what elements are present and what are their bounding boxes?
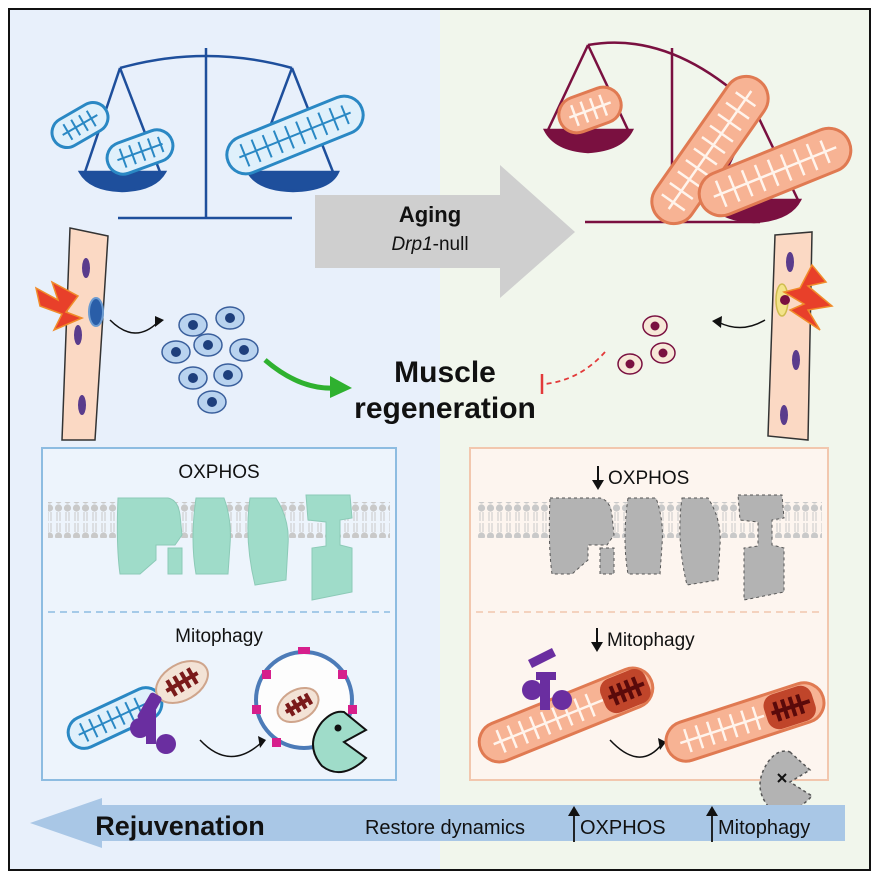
regeneration-green-arrow: [263, 358, 336, 391]
aged-mitophagy-scene: [477, 648, 826, 813]
inhibition-arrow: [544, 351, 606, 385]
young-mitochondria: [50, 94, 365, 176]
aged-receptor-icon: [522, 648, 572, 710]
aged-injury-bolt: [782, 263, 834, 331]
muscle-label: Muscle: [394, 356, 496, 389]
rejuvenation-label: Rejuvenation: [95, 811, 265, 841]
bottom-mitophagy-label: Mitophagy: [718, 817, 810, 839]
aging-label: Aging: [399, 202, 461, 227]
young-muscle-fiber: [61, 227, 109, 441]
young-mitophagy-label: Mitophagy: [175, 626, 263, 647]
aged-oxphos-complexes: [548, 494, 785, 601]
young-activation-arrow: [109, 319, 159, 334]
drp1-gene-label: Drp1: [391, 234, 432, 255]
aged-mitophagy-heading: [591, 628, 603, 652]
bottom-oxphos-label: OXPHOS: [580, 817, 666, 839]
young-receptor-icon: [130, 692, 176, 754]
young-oxphos-label: OXPHOS: [178, 462, 259, 483]
restore-dynamics-label: Restore dynamics: [365, 817, 525, 839]
rejuvenation-arrow: [30, 798, 845, 848]
aged-oxphos-label: OXPHOS: [608, 468, 689, 489]
aged-mitochondria: [557, 74, 853, 226]
up-arrow-oxphos-icon: [568, 806, 580, 842]
engulf-arrow: [199, 739, 263, 758]
aged-muscle-fiber: [767, 231, 813, 441]
null-suffix-label: -null: [433, 234, 469, 255]
young-injury-bolt: [34, 280, 85, 332]
outer-border: [8, 8, 871, 871]
young-satellite-cells: [161, 306, 259, 414]
aged-mitophagy-label: Mitophagy: [607, 630, 695, 651]
regeneration-label: regeneration: [354, 392, 536, 425]
drp1-null-label: Drp1-null: [391, 234, 468, 255]
up-arrow-mitophagy-icon: [706, 806, 718, 842]
aging-arrow: [315, 165, 575, 298]
young-oxphos-complexes: [116, 494, 353, 601]
young-mitophagy-scene: [66, 647, 368, 773]
aged-engulf-arrow: [609, 739, 663, 758]
aged-activation-arrow: [717, 319, 766, 329]
young-lysosome-icon: [312, 710, 368, 773]
aged-satellite-cells: [617, 315, 676, 375]
aged-oxphos-heading: [592, 466, 604, 490]
